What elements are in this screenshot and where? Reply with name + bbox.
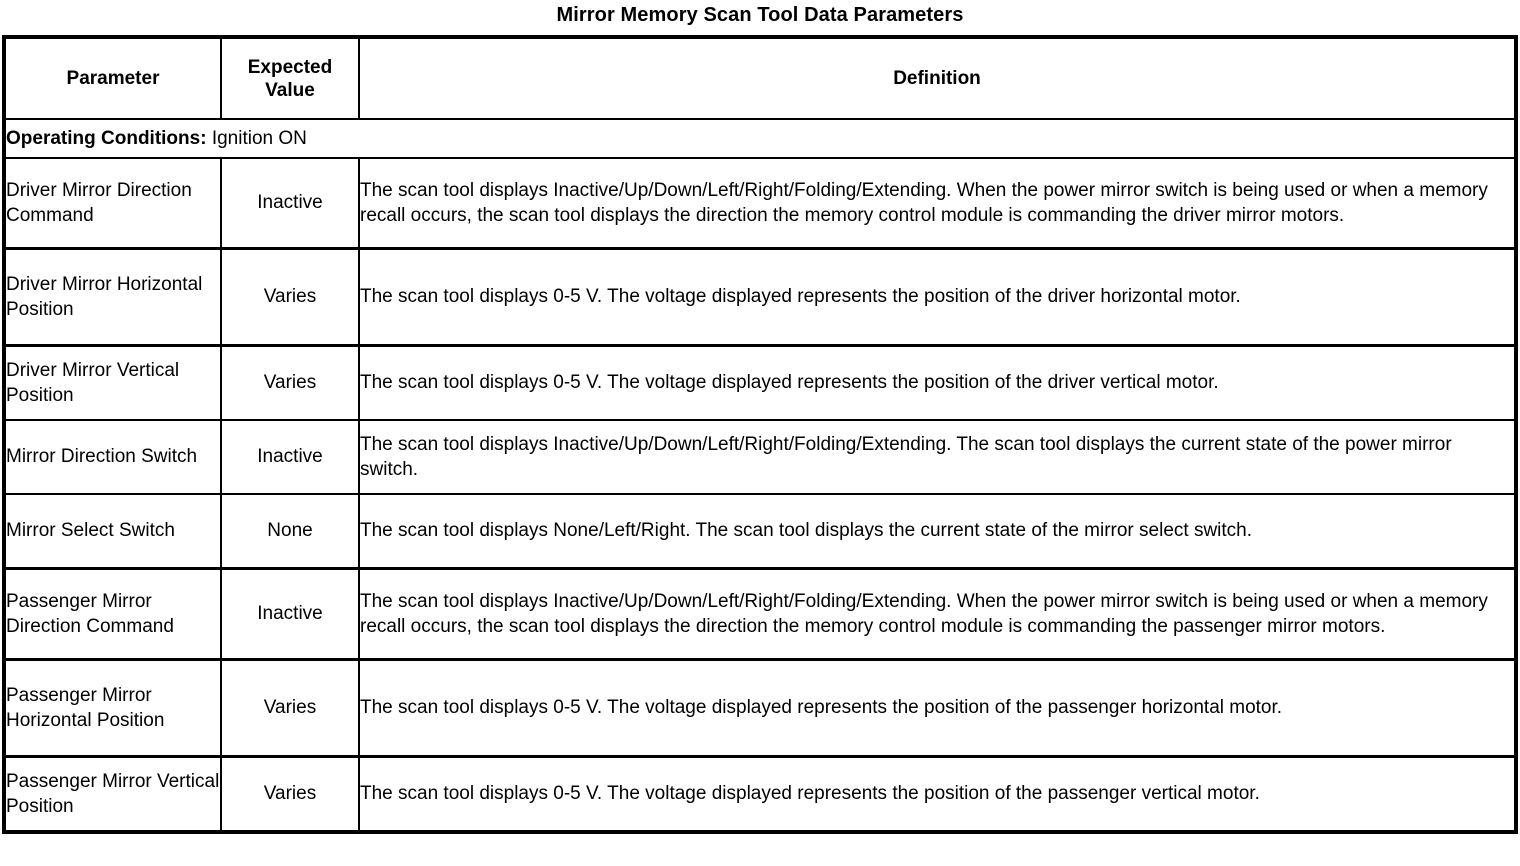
cell-definition: The scan tool displays Inactive/Up/Down/… [358,419,1517,495]
table-row: Passenger Mirror Vertical Position Varie… [3,755,1517,833]
table-row: Passenger Mirror Horizontal Position Var… [3,658,1517,758]
page-title: Mirror Memory Scan Tool Data Parameters [556,4,964,26]
column-header-expected-value: Expected Value [220,36,360,120]
cell-expected-value: None [220,493,360,570]
table-row: Passenger Mirror Direction Command Inact… [3,567,1517,661]
cell-parameter: Passenger Mirror Horizontal Position [3,658,222,758]
cell-expected-value: Inactive [220,567,360,661]
cell-parameter: Driver Mirror Vertical Position [3,344,222,421]
cell-definition: The scan tool displays 0-5 V. The voltag… [358,344,1517,421]
cell-expected-value: Varies [220,247,360,347]
cell-parameter: Driver Mirror Direction Command [3,157,222,250]
cell-parameter: Mirror Select Switch [3,493,222,570]
operating-conditions-label: Operating Conditions: [6,127,207,149]
table-header-row: Parameter Expected Value Definition [3,36,1517,120]
column-header-parameter: Parameter [3,36,222,120]
scan-tool-parameters-table: Parameter Expected Value Definition Oper… [2,35,1518,834]
cell-expected-value: Varies [220,755,360,833]
cell-expected-value: Varies [220,658,360,758]
column-header-expected-value-line2: Value [265,79,315,101]
operating-conditions-cell: Operating Conditions: Ignition ON [3,118,1517,159]
table-row: Driver Mirror Vertical Position Varies T… [3,344,1517,421]
table-row: Driver Mirror Direction Command Inactive… [3,157,1517,250]
column-header-definition: Definition [358,36,1517,120]
cell-expected-value: Inactive [220,419,360,495]
cell-definition: The scan tool displays 0-5 V. The voltag… [358,247,1517,347]
cell-parameter: Driver Mirror Horizontal Position [3,247,222,347]
cell-expected-value: Inactive [220,157,360,250]
cell-definition: The scan tool displays Inactive/Up/Down/… [358,157,1517,250]
cell-expected-value: Varies [220,344,360,421]
cell-definition: The scan tool displays Inactive/Up/Down/… [358,567,1517,661]
table-row: Mirror Select Switch None The scan tool … [3,493,1517,570]
cell-parameter: Passenger Mirror Vertical Position [3,755,222,833]
column-header-expected-value-line1: Expected [247,56,333,78]
cell-definition: The scan tool displays 0-5 V. The voltag… [358,658,1517,758]
table-row: Driver Mirror Horizontal Position Varies… [3,247,1517,347]
cell-parameter: Passenger Mirror Direction Command [3,567,222,661]
table-row: Mirror Direction Switch Inactive The sca… [3,419,1517,495]
operating-conditions-value: Ignition ON [211,127,307,149]
cell-parameter: Mirror Direction Switch [3,419,222,495]
operating-conditions-row: Operating Conditions: Ignition ON [3,118,1517,159]
cell-definition: The scan tool displays 0-5 V. The voltag… [358,755,1517,833]
cell-definition: The scan tool displays None/Left/Right. … [358,493,1517,570]
